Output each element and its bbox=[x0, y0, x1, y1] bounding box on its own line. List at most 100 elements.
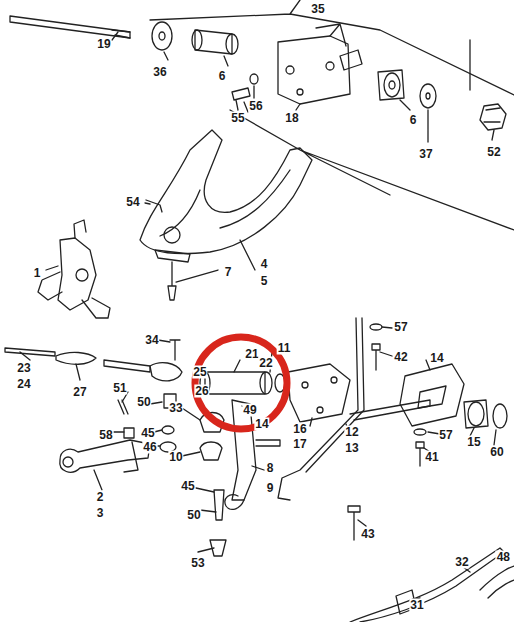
part-outline bbox=[155, 250, 190, 262]
part-outline bbox=[480, 566, 514, 590]
part-outline bbox=[317, 407, 323, 413]
part-outline bbox=[286, 66, 294, 74]
part-outline bbox=[468, 402, 484, 426]
part-outline bbox=[469, 40, 470, 90]
part-outline bbox=[205, 372, 265, 394]
part-outline bbox=[464, 400, 488, 428]
callout-number: 41 bbox=[424, 451, 439, 464]
callout-number: 14 bbox=[254, 418, 269, 431]
callout-number: 52 bbox=[486, 146, 501, 159]
part-outline bbox=[200, 442, 222, 460]
part-outline bbox=[288, 364, 350, 422]
callout-number: 2 bbox=[96, 491, 105, 504]
part-outline bbox=[58, 238, 96, 310]
callout-number: 31 bbox=[409, 599, 424, 612]
callout-number: 56 bbox=[248, 100, 263, 113]
callout-number: 17 bbox=[292, 438, 307, 451]
part-outline bbox=[159, 32, 165, 40]
part-outline bbox=[146, 200, 162, 212]
callout-number: 16 bbox=[292, 423, 307, 436]
part-outline bbox=[260, 372, 272, 394]
callout-number: 9 bbox=[266, 482, 275, 495]
callout-number: 1 bbox=[33, 267, 42, 280]
callout-number: 46 bbox=[142, 441, 157, 454]
callout-number: 34 bbox=[144, 334, 159, 347]
callout-number: 58 bbox=[98, 429, 113, 442]
part-outline bbox=[316, 24, 346, 46]
part-outline bbox=[384, 73, 400, 97]
part-outline bbox=[210, 490, 226, 556]
part-outline bbox=[76, 269, 88, 281]
part-outline bbox=[152, 22, 172, 50]
part-outline bbox=[426, 93, 430, 99]
callout-number: 53 bbox=[190, 557, 205, 570]
callout-number: 12 bbox=[344, 426, 359, 439]
callout-number: 49 bbox=[242, 404, 257, 417]
callout-number: 13 bbox=[344, 442, 359, 455]
part-outline bbox=[493, 404, 507, 428]
part-outline bbox=[350, 548, 504, 622]
callout-number: 27 bbox=[72, 386, 87, 399]
part-outline bbox=[250, 74, 258, 84]
callout-number: 14 bbox=[429, 352, 444, 365]
part-outline bbox=[164, 227, 180, 243]
callout-number: 57 bbox=[393, 321, 408, 334]
part-outline bbox=[370, 324, 382, 330]
part-outline bbox=[256, 440, 280, 446]
callout-number: 32 bbox=[454, 556, 469, 569]
callout-number: 43 bbox=[360, 528, 375, 541]
part-outline bbox=[170, 340, 180, 360]
callout-number: 18 bbox=[284, 112, 299, 125]
callout-number: 8 bbox=[266, 462, 275, 475]
part-outline bbox=[414, 429, 426, 435]
part-outline bbox=[378, 70, 404, 100]
part-outline bbox=[160, 170, 290, 236]
part-outline bbox=[60, 440, 150, 472]
part-outline bbox=[416, 442, 424, 466]
part-outline bbox=[226, 34, 238, 54]
part-outline bbox=[331, 377, 337, 383]
part-outline bbox=[140, 130, 312, 254]
highlight-circle bbox=[195, 337, 287, 429]
callout-number: 48 bbox=[496, 551, 511, 564]
part-outline bbox=[420, 84, 436, 108]
part-outline bbox=[232, 88, 250, 110]
callout-number: 50 bbox=[136, 396, 151, 409]
part-outline bbox=[418, 386, 446, 408]
callout-number: 51 bbox=[112, 382, 127, 395]
callout-number: 11 bbox=[277, 342, 292, 355]
part-outline bbox=[63, 457, 73, 467]
callout-number: 26 bbox=[194, 385, 209, 398]
part-outline bbox=[348, 506, 360, 540]
callout-number: 10 bbox=[168, 451, 183, 464]
callout-number: 50 bbox=[186, 509, 201, 522]
part-outline bbox=[20, 32, 496, 600]
callout-number: 55 bbox=[230, 112, 245, 125]
part-outline bbox=[400, 364, 464, 426]
part-outline bbox=[302, 382, 308, 388]
part-outline bbox=[278, 36, 350, 104]
part-outline bbox=[340, 50, 362, 70]
part-outline bbox=[326, 62, 334, 70]
part-outline bbox=[389, 81, 395, 89]
callout-number: 37 bbox=[418, 148, 433, 161]
callout-number: 35 bbox=[310, 2, 325, 15]
callout-number: 3 bbox=[96, 507, 105, 520]
callout-number: 5 bbox=[260, 275, 269, 288]
part-outline bbox=[488, 580, 514, 598]
part-outline bbox=[124, 428, 134, 438]
part-outline bbox=[480, 104, 506, 130]
callout-number: 60 bbox=[489, 446, 504, 459]
part-outline bbox=[38, 272, 62, 300]
part-outline bbox=[124, 442, 138, 472]
part-outline bbox=[168, 262, 176, 300]
callout-number: 42 bbox=[393, 351, 408, 364]
part-outline bbox=[150, 363, 182, 381]
callout-number: 36 bbox=[152, 66, 167, 79]
callout-number: 57 bbox=[438, 429, 453, 442]
callout-number: 6 bbox=[218, 70, 227, 83]
callout-number: 4 bbox=[260, 258, 269, 271]
part-outline bbox=[297, 89, 303, 95]
